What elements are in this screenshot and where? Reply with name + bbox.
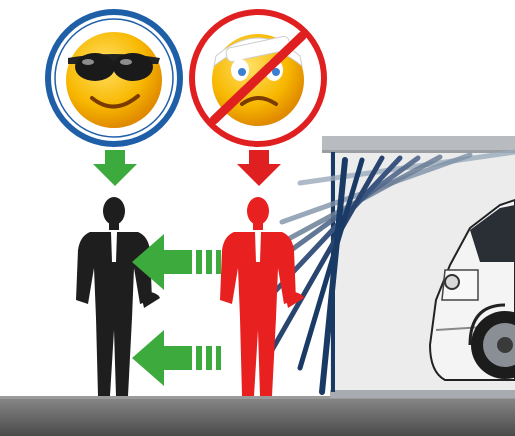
garage-roof (322, 136, 515, 152)
bad-badge (190, 10, 326, 146)
bad-down-arrow (237, 150, 281, 186)
good-down-arrow (93, 150, 137, 186)
cool-sunglasses-emoji-icon (66, 32, 162, 128)
garage-floor-curb (330, 390, 515, 398)
good-badge (46, 10, 182, 146)
person-hit-silhouette (220, 197, 304, 396)
ground (0, 396, 515, 436)
retreat-arrow-lower (132, 330, 221, 386)
